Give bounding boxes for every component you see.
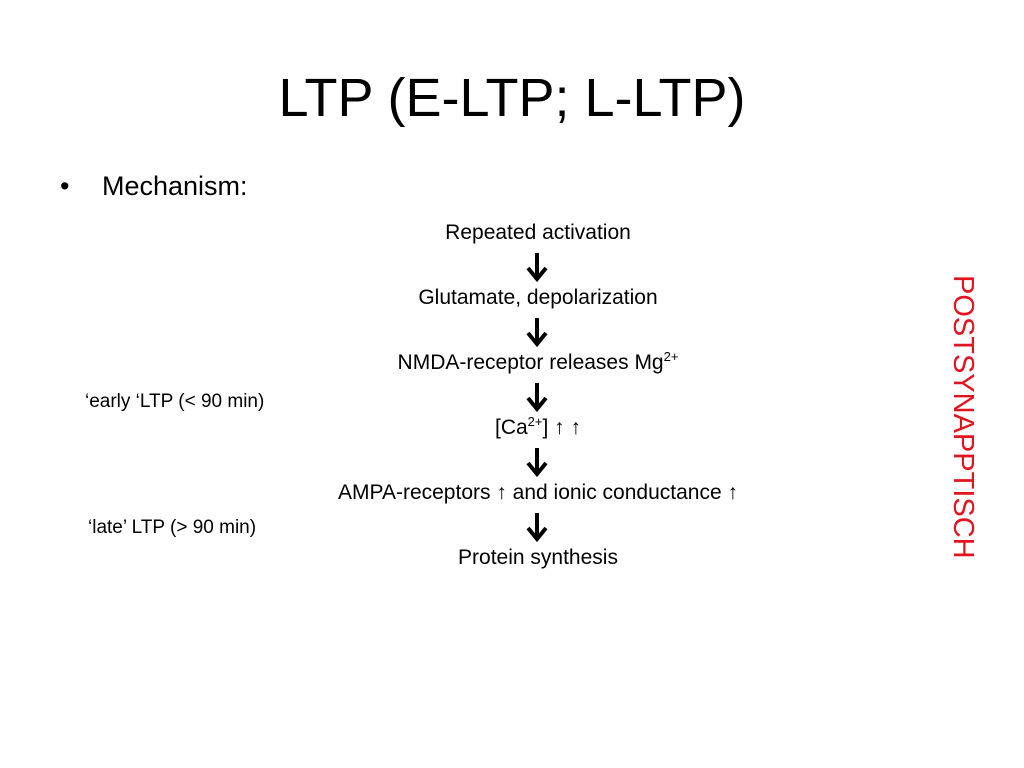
flow-step-calcium-after: ] ↑ ↑ bbox=[542, 416, 582, 439]
bullet-item-mechanism: • Mechanism: bbox=[60, 168, 248, 204]
flow-step-nmda-text: NMDA-receptor releases Mg bbox=[397, 351, 664, 374]
flow-step-calcium-before: [Ca bbox=[494, 416, 528, 439]
postsynaptic-label: POSTSYNAPPTISCH bbox=[947, 275, 979, 559]
flow-step-ampa-receptors: AMPA-receptors ↑ and ionic conductance ↑ bbox=[338, 481, 738, 504]
flow-step-calcium-sup: 2+ bbox=[527, 414, 543, 429]
early-ltp-label: ‘early ‘LTP (< 90 min) bbox=[85, 391, 265, 412]
down-arrow-icon bbox=[526, 448, 548, 478]
bullet-text: Mechanism: bbox=[102, 171, 248, 201]
down-arrow-icon bbox=[526, 513, 548, 543]
down-arrow-icon bbox=[526, 383, 548, 413]
flow-step-nmda-receptor: NMDA-receptor releases Mg2+ bbox=[238, 349, 838, 377]
flow-step-nmda-sup: 2+ bbox=[663, 349, 679, 364]
flow-step-protein-synthesis: Protein synthesis bbox=[458, 546, 618, 569]
flow-step-repeated-activation: Repeated activation bbox=[445, 221, 631, 244]
slide-title: LTP (E-LTP; L-LTP) bbox=[278, 68, 746, 128]
bullet-marker: • bbox=[60, 171, 70, 201]
late-ltp-label: ‘late’ LTP (> 90 min) bbox=[88, 517, 257, 538]
down-arrow-icon bbox=[526, 253, 548, 283]
down-arrow-icon bbox=[526, 318, 548, 348]
flow-step-calcium: [Ca2+] ↑ ↑ bbox=[238, 414, 838, 442]
flow-step-glutamate: Glutamate, depolarization bbox=[418, 286, 658, 309]
